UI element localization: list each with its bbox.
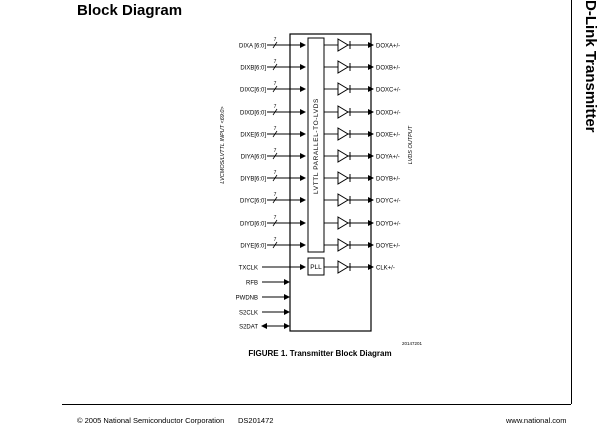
- channel-7-input-label: DIYB[6:0]: [240, 177, 266, 183]
- pll-block: [307, 257, 325, 276]
- channel-10-bus-slash: [272, 241, 278, 249]
- channel-9-bus-slash: [272, 219, 278, 227]
- channel-4-input-label: DIXD[6:0]: [240, 111, 266, 117]
- channel-2-input-label: DIXB[6:0]: [240, 66, 266, 72]
- page-bottom-rule: [62, 404, 571, 405]
- channel-2-bus-slash: [272, 63, 278, 71]
- output-group-label: LVDS OUTPUT: [408, 125, 414, 164]
- channel-7-output-label: DOYB+/-: [376, 177, 400, 183]
- channel-7-buffer: [337, 171, 349, 185]
- channel-8-input-label: DIYC[6:0]: [240, 199, 266, 205]
- channel-3-bus-slash: [272, 85, 278, 93]
- channel-4-buffer: [337, 105, 349, 119]
- channel-9-buffer: [337, 216, 349, 230]
- channel-10-buffer: [337, 238, 349, 252]
- channel-5-input-label: DIXE[6:0]: [240, 133, 266, 139]
- channel-5-bus-width: 7: [274, 126, 277, 132]
- section-title: Block Diagram: [77, 2, 183, 19]
- channel-5-output-label: DOXE+/-: [376, 133, 400, 139]
- channel-6-bus-slash: [272, 152, 278, 160]
- channel-2-bus-width: 7: [274, 59, 277, 65]
- channel-1-bus-width: 7: [274, 37, 277, 43]
- channel-9-bus-width: 7: [274, 215, 277, 221]
- channel-4-bus-width: 7: [274, 104, 277, 110]
- channel-2-output-label: DOXB+/-: [376, 66, 400, 72]
- input-group-label: LVCMOS/LVTTL INPUT <69:0>: [220, 106, 226, 184]
- page-right-rule: [571, 0, 572, 404]
- channel-9-input-label: DIYD[6:0]: [240, 222, 266, 228]
- channel-5-bus-slash: [272, 130, 278, 138]
- channel-1-buffer: [337, 38, 349, 52]
- channel-4-output-label: DOXD+/-: [376, 111, 401, 117]
- channel-3-bus-width: 7: [274, 81, 277, 87]
- channel-6-bus-width: 7: [274, 148, 277, 154]
- channel-3-output-label: DOXC+/-: [376, 88, 401, 94]
- channel-3-buffer: [337, 82, 349, 96]
- channel-10-output-label: DOYE+/-: [376, 244, 400, 250]
- channel-8-buffer: [337, 193, 349, 207]
- channel-3-input-label: DIXC[6:0]: [240, 88, 266, 94]
- control-pin-2-label: PWDNB: [236, 296, 258, 302]
- footer-website: www.national.com: [506, 416, 567, 425]
- channel-1-output-label: DOXA+/-: [376, 44, 400, 50]
- channel-6-input-label: DIYA[6:0]: [241, 155, 267, 161]
- clock-buffer: [337, 260, 349, 274]
- channel-6-buffer: [337, 149, 349, 163]
- footer-doc-number: DS201472: [238, 416, 274, 425]
- channel-10-bus-width: 7: [274, 237, 277, 243]
- channel-8-bus-slash: [272, 196, 278, 204]
- clock-output-label: CLK+/-: [376, 266, 395, 272]
- serializer-label: LVTTL PARALLEL-TO-LVDS: [313, 98, 320, 194]
- footer-copyright: © 2005 National Semiconductor Corporatio…: [77, 416, 225, 425]
- channel-4-bus-slash: [272, 108, 278, 116]
- figure-number: 20147201: [402, 341, 423, 346]
- channel-2-buffer: [337, 60, 349, 74]
- serializer-block: [307, 37, 325, 253]
- channel-1-input-label: DIXA [6:0]: [239, 44, 266, 50]
- control-pin-3-label: S2CLK: [239, 311, 258, 317]
- channel-8-bus-width: 7: [274, 192, 277, 198]
- control-pin-1-label: RFB: [246, 281, 258, 287]
- channel-9-output-label: DOYD+/-: [376, 222, 401, 228]
- chip-outline: [289, 33, 372, 332]
- control-pin-4-label: S2DAT: [239, 325, 258, 331]
- channel-6-output-label: DOYA+/-: [376, 155, 400, 161]
- clock-input-label: TXCLK: [239, 266, 258, 272]
- figure-caption: FIGURE 1. Transmitter Block Diagram: [248, 349, 391, 358]
- channel-1-bus-slash: [272, 41, 278, 49]
- channel-8-output-label: DOYC+/-: [376, 199, 401, 205]
- pll-label: PLL: [310, 264, 322, 271]
- channel-7-bus-slash: [272, 174, 278, 182]
- channel-7-bus-width: 7: [274, 170, 277, 176]
- channel-5-buffer: [337, 127, 349, 141]
- channel-10-input-label: DIYE[6:0]: [240, 244, 266, 250]
